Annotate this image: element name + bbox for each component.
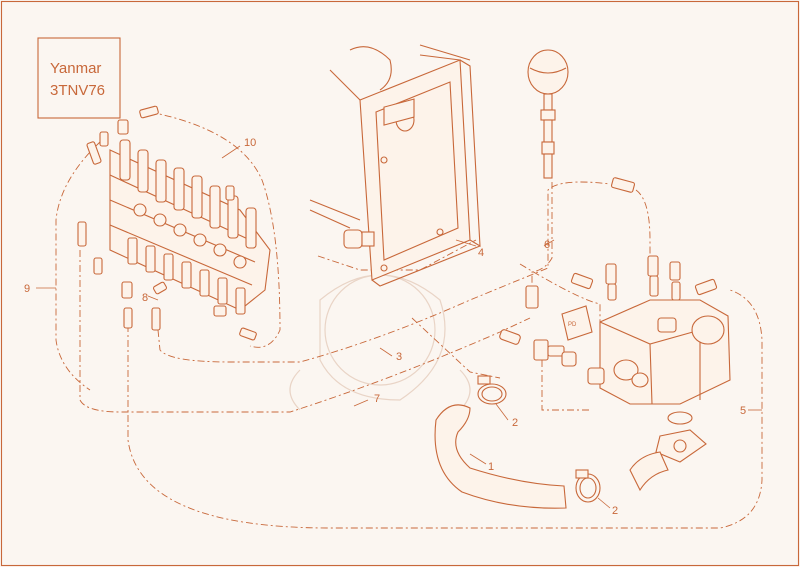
hose-pump-link xyxy=(519,263,601,330)
suction-hose xyxy=(434,375,601,509)
callout-2-lower: 2 xyxy=(612,505,618,517)
callout-7: 7 xyxy=(374,393,380,405)
title-line-2: 3TNV76 xyxy=(50,82,105,99)
callout-5: 5 xyxy=(740,405,746,417)
title-box xyxy=(37,37,121,119)
callout-2-upper: 2 xyxy=(512,417,518,429)
callout-6: 6 xyxy=(544,239,550,251)
hydraulic-pump xyxy=(499,177,731,492)
hose-6 xyxy=(531,182,553,290)
hose-routes xyxy=(55,111,763,529)
callout-9: 9 xyxy=(24,283,30,295)
hose-9 xyxy=(55,141,101,391)
watermark-logo xyxy=(289,274,471,411)
hose-3 xyxy=(157,181,611,363)
callout-leaders xyxy=(36,145,762,509)
mounting-bracket xyxy=(309,44,481,287)
pd-tag: PD xyxy=(561,305,593,341)
guide-4 xyxy=(317,239,477,271)
callout-8: 8 xyxy=(142,292,148,304)
title-line-1: Yanmar xyxy=(50,60,101,77)
callout-4: 4 xyxy=(478,247,484,259)
hose-return xyxy=(127,289,763,529)
callout-3: 3 xyxy=(396,351,402,363)
callout-10: 10 xyxy=(244,137,256,149)
pd-tag-label: PD xyxy=(568,322,577,328)
accumulator xyxy=(527,49,569,179)
hose-7 xyxy=(79,250,531,413)
guide-pump-base xyxy=(541,360,590,411)
hose-10 xyxy=(149,111,281,348)
guide-clamp xyxy=(411,317,501,379)
valve-block xyxy=(77,105,271,341)
callouts: 10 9 8 4 6 3 7 2 1 2 5 xyxy=(24,137,746,517)
callout-1: 1 xyxy=(488,461,494,473)
hose-5-feeder xyxy=(635,189,651,260)
